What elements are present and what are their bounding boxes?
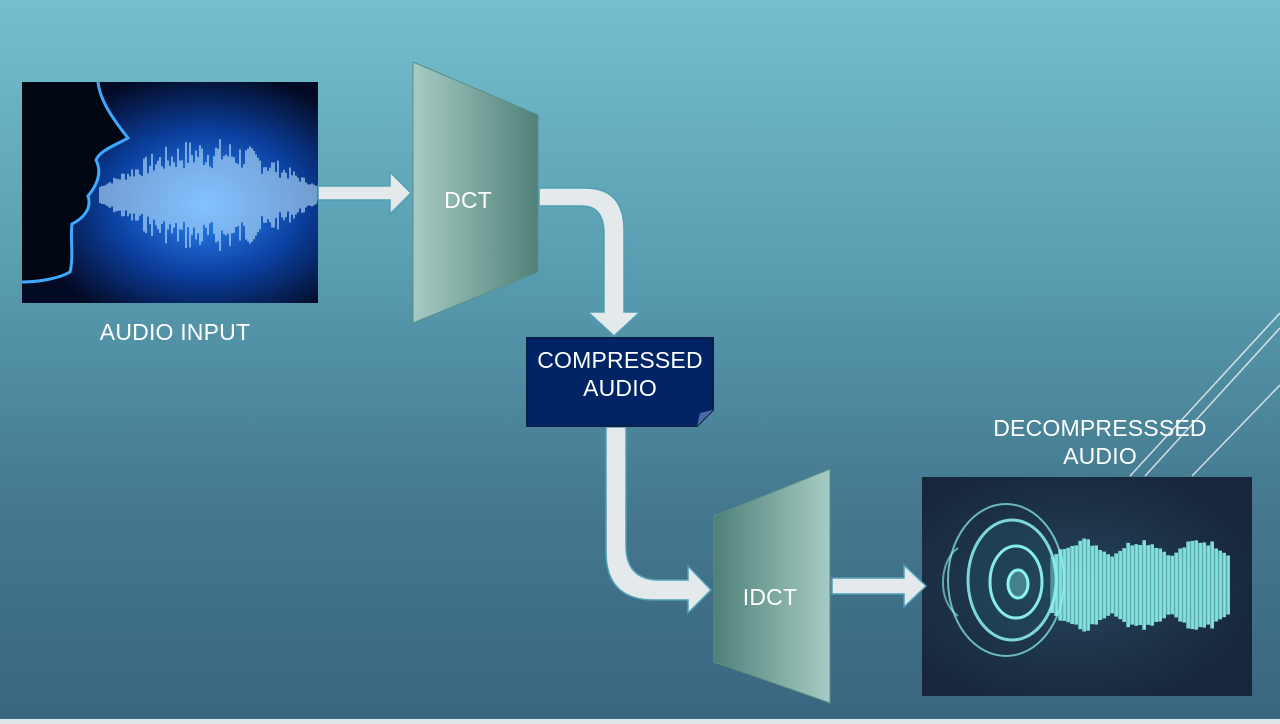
output-wave-bar — [1138, 545, 1142, 625]
output-wave-bar — [1102, 551, 1106, 619]
output-wave-bar — [1122, 548, 1126, 622]
output-wave-bar — [1222, 552, 1226, 618]
output-wave-bar — [1110, 556, 1114, 614]
output-wave-bar — [1186, 541, 1190, 629]
dct-label: DCT — [444, 187, 492, 213]
output-wave-bar — [1158, 548, 1162, 622]
output-wave-bar — [1182, 547, 1186, 623]
output-wave-bar — [1130, 545, 1134, 625]
decompressed-audio-label-line2: AUDIO — [1063, 443, 1137, 469]
arrow-input-to-dct — [317, 170, 413, 216]
output-wave-bar — [1058, 549, 1062, 621]
output-wave-bar — [1150, 544, 1154, 626]
arrow-dct-to-compressed — [538, 187, 642, 338]
output-wave-bar — [1170, 555, 1174, 615]
slide-bottom-bar — [0, 719, 1280, 724]
output-wave-bar — [1090, 545, 1094, 625]
arrow-compressed-to-idct — [605, 426, 713, 615]
output-wave-bar — [1126, 542, 1130, 628]
output-wave-bar — [1098, 549, 1102, 621]
output-wave-bar — [1066, 547, 1070, 623]
output-wave-bar — [1070, 545, 1074, 625]
output-wave-bar — [1194, 540, 1198, 630]
output-wave-bar — [1074, 545, 1078, 625]
output-wave-bar — [1134, 544, 1138, 626]
output-wave-bar — [1198, 542, 1202, 628]
decompressed-audio-label: DECOMPRESSSED AUDIO — [980, 414, 1220, 470]
output-wave-bar — [1190, 540, 1194, 630]
compressed-audio-label-line2: AUDIO — [583, 375, 657, 401]
output-wave-bar — [1094, 545, 1098, 625]
output-wave-bar — [1106, 554, 1110, 616]
output-wave-bar — [1114, 553, 1118, 617]
output-wave-bar — [1146, 545, 1150, 625]
output-wave-bar — [1082, 538, 1086, 632]
idct-label: IDCT — [742, 584, 798, 610]
idct-block — [713, 468, 831, 704]
output-wave-bar — [1226, 555, 1230, 615]
output-wave-bar — [1166, 555, 1170, 615]
output-wave-bar — [1162, 551, 1166, 619]
audio-input-label: AUDIO INPUT — [99, 319, 251, 345]
audio-input-image — [21, 81, 318, 303]
output-wave-bar — [1142, 540, 1146, 630]
output-wave-bar — [1214, 548, 1218, 622]
speaker-icon — [942, 503, 1065, 657]
output-wave-bar — [1078, 540, 1082, 630]
output-wave-bar — [1118, 550, 1122, 620]
decompressed-audio-image — [922, 477, 1252, 696]
output-wave-bar — [1154, 547, 1158, 623]
output-wave-bar — [1206, 545, 1210, 625]
dct-block — [412, 61, 539, 324]
output-wave-bar — [1174, 552, 1178, 618]
output-wave-bar — [1202, 542, 1206, 628]
output-wave-bar — [1086, 539, 1090, 631]
output-wave-bar — [1218, 550, 1222, 620]
decorative-lines — [1129, 312, 1280, 477]
arrow-idct-to-output — [831, 563, 928, 609]
output-wave-bar — [1178, 548, 1182, 622]
compressed-audio-label-line1: COMPRESSED — [537, 347, 703, 373]
decompressed-audio-label-line1: DECOMPRESSSED — [993, 415, 1207, 441]
output-wave-bar — [1210, 541, 1214, 629]
folded-corner — [697, 410, 713, 426]
compressed-audio-label: COMPRESSED AUDIO — [530, 346, 710, 402]
